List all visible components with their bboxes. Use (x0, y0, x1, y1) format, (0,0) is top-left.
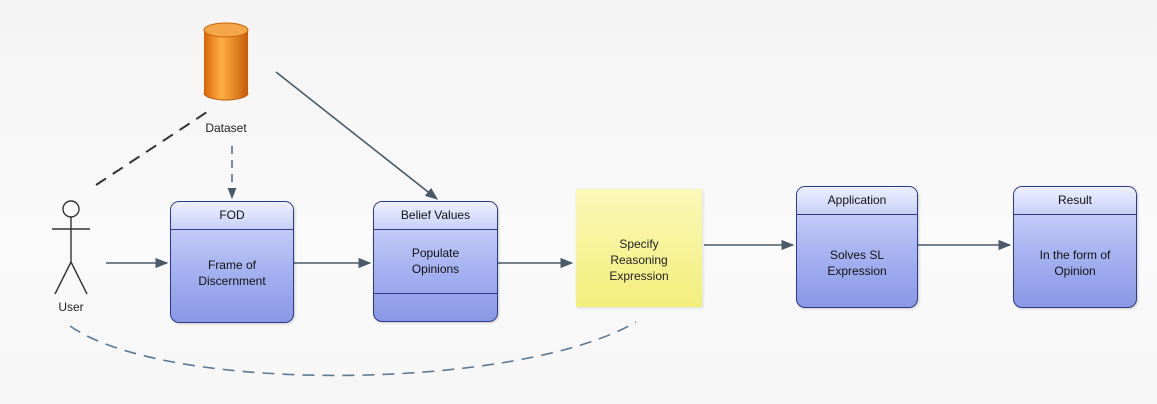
user-specify-dashed-curve (69, 321, 637, 377)
application-body: Solves SL Expression (827, 248, 887, 278)
result-box[interactable]: Result In the form of Opinion (1013, 186, 1137, 308)
dataset-to-belief-arrow (275, 71, 439, 200)
user-actor-icon (52, 200, 90, 295)
specify-reasoning-note[interactable]: Specify Reasoning Expression (576, 189, 702, 307)
dataset-label: Dataset (205, 121, 247, 135)
result-body: In the form of Opinion (1039, 248, 1111, 278)
fod-body: Frame of Discernment (198, 258, 266, 288)
user-label: User (58, 300, 84, 314)
belief-values-body: Populate Opinions (411, 246, 460, 276)
belief-values-footer-compartment (374, 293, 497, 321)
belief-values-box[interactable]: Belief Values Populate Opinions (373, 201, 498, 322)
belief-values-header: Belief Values (374, 202, 497, 230)
fod-box[interactable]: FOD Frame of Discernment (170, 201, 294, 323)
application-box[interactable]: Application Solves SL Expression (796, 186, 918, 308)
specify-reasoning-text: Specify Reasoning Expression (609, 237, 669, 283)
fod-header: FOD (171, 202, 293, 230)
result-header: Result (1014, 187, 1136, 215)
dataset-cylinder-icon (203, 22, 249, 101)
application-header: Application (797, 187, 917, 215)
user-dataset-dashed-link (95, 111, 208, 186)
